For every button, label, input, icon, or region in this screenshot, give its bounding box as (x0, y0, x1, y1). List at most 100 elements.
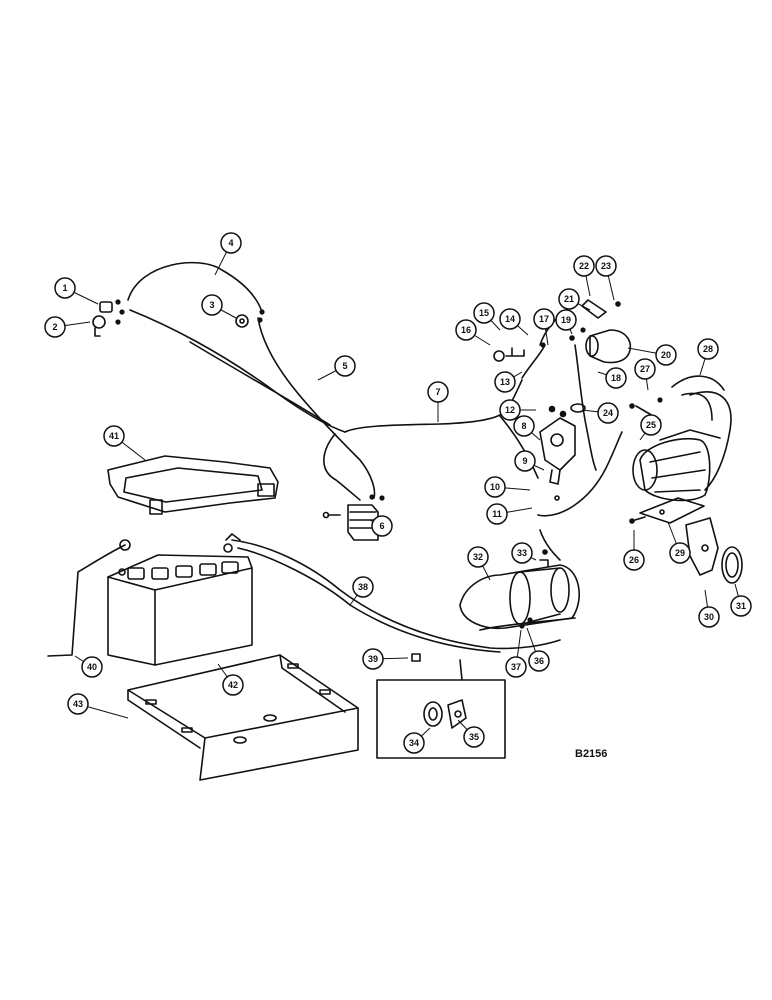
callout-circle-24 (597, 402, 619, 424)
callout-circle-8 (513, 415, 535, 437)
ignition-coil (569, 299, 632, 364)
callout-22: 22 (573, 255, 595, 277)
callout-15: 15 (473, 302, 495, 324)
callout-8: 8 (513, 415, 535, 437)
callout-circle-11 (486, 503, 508, 525)
callout-number-27: 27 (640, 364, 650, 374)
callout-37: 37 (505, 656, 527, 678)
callout-circle-38 (352, 576, 374, 598)
sending-unit-and-condenser (493, 342, 586, 413)
callout-number-6: 6 (379, 521, 384, 531)
callout-circle-7 (427, 381, 449, 403)
leader-lines (54, 242, 742, 744)
callout-number-32: 32 (473, 552, 483, 562)
callout-number-1: 1 (62, 283, 67, 293)
callout-circle-37 (505, 656, 527, 678)
callout-circle-4 (220, 232, 242, 254)
callout-circle-43 (67, 693, 89, 715)
callout-circle-3 (201, 294, 223, 316)
callout-31: 31 (730, 595, 752, 617)
callout-circle-5 (334, 355, 356, 377)
callout-circle-16 (455, 319, 477, 341)
callout-number-38: 38 (358, 582, 368, 592)
callout-number-3: 3 (209, 300, 214, 310)
callout-number-18: 18 (611, 373, 621, 383)
callout-number-10: 10 (490, 482, 500, 492)
callout-circle-39 (362, 648, 384, 670)
callout-28: 28 (697, 338, 719, 360)
battery-tray (127, 654, 359, 781)
callout-circle-26 (623, 549, 645, 571)
callout-circle-12 (499, 399, 521, 421)
callout-41: 41 (103, 425, 125, 447)
callout-4: 4 (220, 232, 242, 254)
voltage-regulator (322, 494, 385, 541)
callout-25: 25 (640, 414, 662, 436)
callout-number-41: 41 (109, 431, 119, 441)
callout-6: 6 (371, 515, 393, 537)
callout-circle-15 (473, 302, 495, 324)
callout-1: 1 (54, 277, 76, 299)
callout-32: 32 (467, 546, 489, 568)
callout-number-5: 5 (342, 361, 347, 371)
callout-circle-19 (555, 309, 577, 331)
callout-18: 18 (605, 367, 627, 389)
callout-number-33: 33 (517, 548, 527, 558)
callout-circle-2 (44, 316, 66, 338)
ammeter-gauge (235, 309, 265, 328)
callout-circle-32 (467, 546, 489, 568)
fan-belt (671, 375, 725, 391)
callout-16: 16 (455, 319, 477, 341)
callout-number-43: 43 (73, 699, 83, 709)
callout-circle-33 (511, 542, 533, 564)
callout-number-30: 30 (704, 612, 714, 622)
small-switch (411, 653, 421, 662)
callout-circle-1 (54, 277, 76, 299)
generator (629, 391, 732, 502)
callout-circle-29 (669, 542, 691, 564)
callout-11: 11 (486, 503, 508, 525)
callout-39: 39 (362, 648, 384, 670)
callout-circle-18 (605, 367, 627, 389)
callout-9: 9 (514, 450, 536, 472)
callout-number-23: 23 (601, 261, 611, 271)
callout-number-35: 35 (469, 732, 479, 742)
callout-number-12: 12 (505, 405, 515, 415)
callout-number-28: 28 (703, 344, 713, 354)
callout-40: 40 (81, 656, 103, 678)
callout-21: 21 (558, 288, 580, 310)
callout-7: 7 (427, 381, 449, 403)
callout-23: 23 (595, 255, 617, 277)
callout-circle-34 (403, 732, 425, 754)
callout-number-17: 17 (539, 314, 549, 324)
callout-26: 26 (623, 549, 645, 571)
callout-circle-42 (222, 674, 244, 696)
battery-hold-down-frame (107, 455, 279, 515)
callout-number-4: 4 (228, 238, 233, 248)
callout-number-31: 31 (736, 601, 746, 611)
callout-number-26: 26 (629, 555, 639, 565)
callout-circle-22 (573, 255, 595, 277)
callout-35: 35 (463, 726, 485, 748)
callout-circle-17 (533, 308, 555, 330)
callout-circle-28 (697, 338, 719, 360)
callout-34: 34 (403, 732, 425, 754)
callout-24: 24 (597, 402, 619, 424)
callout-43: 43 (67, 693, 89, 715)
callout-3: 3 (201, 294, 223, 316)
callout-circle-10 (484, 476, 506, 498)
callout-2: 2 (44, 316, 66, 338)
callout-number-34: 34 (409, 738, 419, 748)
callout-circle-35 (463, 726, 485, 748)
callout-number-40: 40 (87, 662, 97, 672)
callout-circle-21 (558, 288, 580, 310)
callout-30: 30 (698, 606, 720, 628)
callout-13: 13 (494, 371, 516, 393)
callout-10: 10 (484, 476, 506, 498)
ground-cable (119, 539, 131, 551)
callout-circle-30 (698, 606, 720, 628)
callout-number-39: 39 (368, 654, 378, 664)
callout-17: 17 (533, 308, 555, 330)
